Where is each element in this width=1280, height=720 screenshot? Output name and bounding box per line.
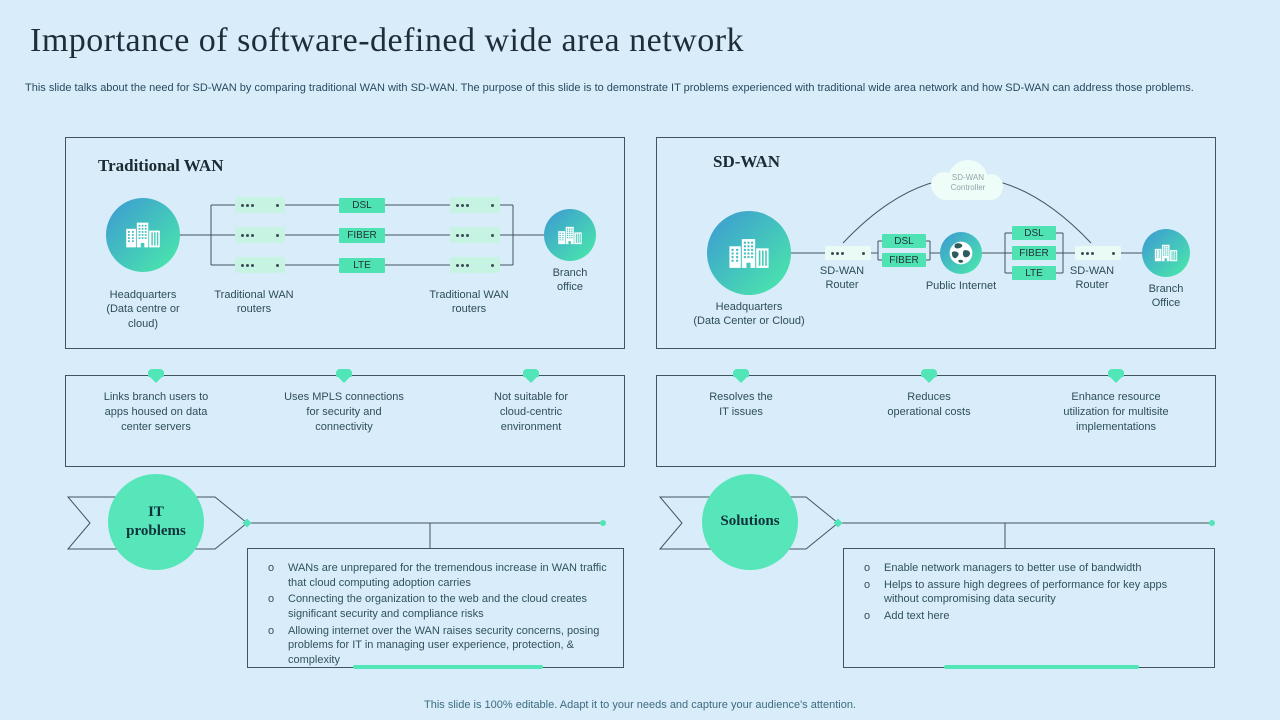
chevron-banner-icon <box>658 496 839 550</box>
link-chip-fiber: FIBER <box>882 253 926 267</box>
link-chip-dsl: DSL <box>882 234 926 248</box>
sd-wan-controller-cloud: SD-WAN Controller <box>929 160 1007 204</box>
accent-underline <box>353 665 543 669</box>
feature-item: Uses MPLS connections for security and c… <box>284 391 404 433</box>
building-icon <box>726 235 772 271</box>
link-chip-lte: LTE <box>1012 266 1056 280</box>
traditional-wan-features: Links branch users to apps housed on dat… <box>65 369 625 467</box>
branch-office-label: Branch Office <box>1148 283 1184 310</box>
router-icon <box>235 257 285 273</box>
link-chip-fiber: FIBER <box>1012 246 1056 260</box>
marker-pin-icon <box>1108 369 1124 383</box>
feature-item: Links branch users to apps housed on dat… <box>103 391 209 433</box>
marker-pin-icon <box>148 369 164 383</box>
routers-right-label: Traditional WAN routers <box>429 289 509 316</box>
router-icon <box>450 197 500 213</box>
router-right-label: SD-WAN Router <box>1069 265 1115 292</box>
it-problems-connector <box>66 496 606 550</box>
headquarters-node <box>707 211 791 295</box>
it-problems-badge: IT problems <box>108 474 204 570</box>
marker-pin-icon <box>523 369 539 383</box>
panel-title: SD-WAN <box>713 152 781 171</box>
building-icon <box>123 220 163 250</box>
feature-item: Resolves the IT issues <box>709 391 773 418</box>
routers-left-label: Traditional WAN routers <box>214 289 294 316</box>
router-icon <box>825 246 871 260</box>
feature-item: Reduces operational costs <box>887 391 971 418</box>
router-icon <box>1075 246 1121 260</box>
list-item: Allowing internet over the WAN raises se… <box>258 624 613 668</box>
headquarters-node <box>106 198 180 272</box>
list-item: Helps to assure high degrees of performa… <box>854 578 1204 607</box>
branch-office-node <box>1142 229 1190 277</box>
cloud-icon <box>934 178 1002 200</box>
page-title: Importance of software-defined wide area… <box>30 22 745 59</box>
slide-footer: This slide is 100% editable. Adapt it to… <box>424 699 856 711</box>
router-left-label: SD-WAN Router <box>819 265 865 292</box>
sd-wan-features: Resolves the IT issues Reduces operation… <box>656 369 1216 467</box>
feature-item: Enhance resource utilization for multisi… <box>1063 391 1169 433</box>
marker-pin-icon <box>733 369 749 383</box>
panel-title: Traditional WAN <box>98 156 224 175</box>
feature-item: Not suitable for cloud-centric environme… <box>494 391 568 433</box>
branch-office-node <box>544 209 596 261</box>
chevron-banner-icon <box>66 496 248 550</box>
router-icon <box>450 257 500 273</box>
traditional-wan-panel: Traditional WAN DSL FIBER LTE Headquarte… <box>65 137 625 349</box>
list-item: Enable network managers to better use of… <box>854 561 1204 576</box>
controller-label: SD-WAN Controller <box>950 173 986 193</box>
it-problems-list: WANs are unprepared for the tremendous i… <box>258 561 613 667</box>
accent-underline <box>944 665 1139 669</box>
link-chip-lte: LTE <box>339 258 385 273</box>
public-internet-label: Public Internet <box>925 280 997 292</box>
link-chip-fiber: FIBER <box>339 228 385 243</box>
solutions-badge: Solutions <box>702 474 798 570</box>
branch-office-label: Branch office <box>552 267 588 294</box>
list-item: Add text here <box>854 609 1204 624</box>
building-icon <box>556 224 584 246</box>
connector-dot-icon <box>600 520 606 526</box>
link-chip-dsl: DSL <box>339 198 385 213</box>
solutions-box: Enable network managers to better use of… <box>843 548 1215 669</box>
headquarters-label: Headquarters (Data Center or Cloud) <box>693 301 805 328</box>
list-item: WANs are unprepared for the tremendous i… <box>258 561 613 590</box>
it-problems-box: WANs are unprepared for the tremendous i… <box>247 548 624 669</box>
router-icon <box>235 197 285 213</box>
slide-subtitle: This slide talks about the need for SD-W… <box>25 82 1194 94</box>
public-internet-node <box>940 232 982 274</box>
headquarters-label: Headquarters (Data centre or cloud) <box>106 289 180 330</box>
connector-dot-icon <box>1209 520 1215 526</box>
router-icon <box>450 227 500 243</box>
link-chip-dsl: DSL <box>1012 226 1056 240</box>
list-item: Connecting the organization to the web a… <box>258 592 613 621</box>
router-icon <box>235 227 285 243</box>
marker-pin-icon <box>336 369 352 383</box>
globe-icon <box>949 241 973 265</box>
solutions-connector <box>658 496 1215 550</box>
solutions-list: Enable network managers to better use of… <box>854 561 1204 624</box>
sd-wan-panel: SD-WAN SD-WAN Controller DSL FIBER DSL F… <box>656 137 1216 349</box>
building-icon <box>1153 243 1179 263</box>
marker-pin-icon <box>921 369 937 383</box>
